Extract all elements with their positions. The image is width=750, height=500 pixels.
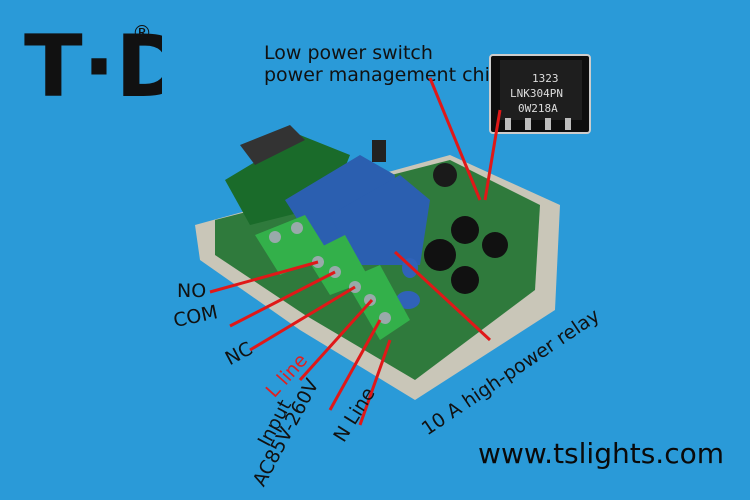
brand-logo: T·D ® bbox=[22, 17, 187, 117]
website-url: www.tslights.com bbox=[478, 437, 724, 470]
chip-caption-line2: power management chip bbox=[264, 64, 502, 86]
relay-2 bbox=[330, 175, 430, 265]
chip-marking-3: 0W218A bbox=[518, 102, 558, 115]
chip-photo: 1323 LNK304PN 0W218A bbox=[489, 54, 591, 134]
logo-text: T·D bbox=[24, 18, 162, 108]
registered-mark: ® bbox=[132, 21, 152, 45]
chip-marking-1: 1323 bbox=[532, 72, 559, 85]
chip-marking-2: LNK304PN bbox=[510, 87, 563, 100]
annotation-arrows bbox=[209, 77, 502, 426]
label-no: NO bbox=[177, 280, 207, 302]
chip-caption-line1: Low power switch bbox=[264, 42, 433, 64]
